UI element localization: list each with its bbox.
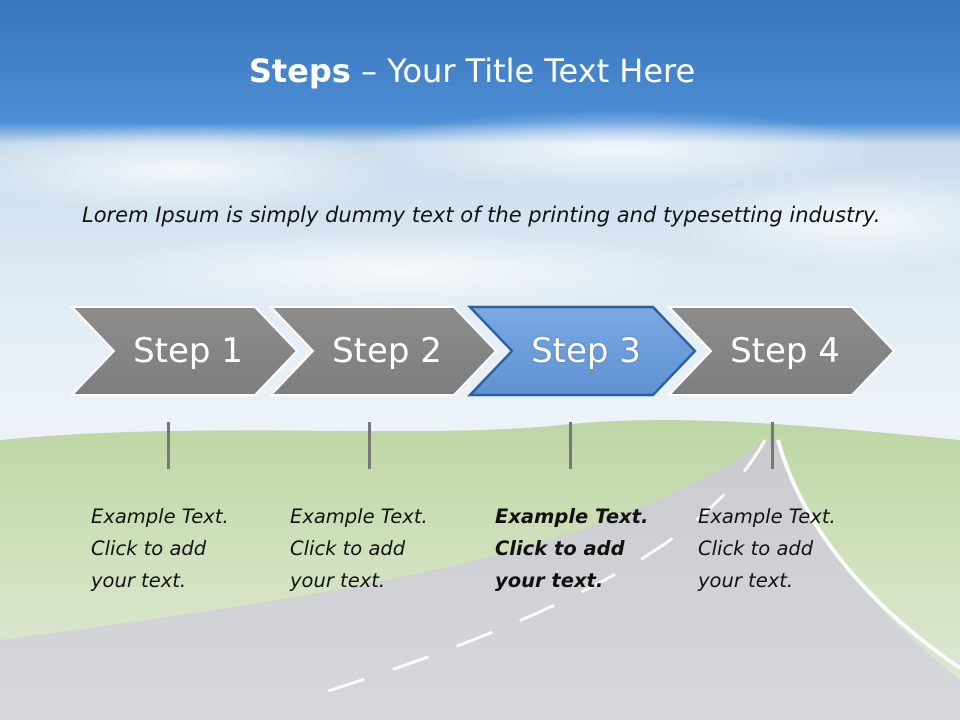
step-1-chevron[interactable]	[69, 306, 299, 396]
slide-title: Steps – Your Title Text Here	[0, 52, 944, 90]
step-4-chevron[interactable]	[666, 306, 896, 396]
step-2-connector	[368, 422, 371, 469]
step-3-note-line: your text.	[495, 569, 604, 592]
step-3-note-line: Click to add	[495, 537, 625, 560]
step-2-note[interactable]: Example Text. Click to add your text.	[290, 501, 465, 597]
step-1-note-line: Example Text.	[91, 505, 229, 528]
step-3-chevron[interactable]	[467, 305, 697, 397]
step-2-note-line: Click to add	[290, 537, 406, 560]
step-2-label: Step 2	[332, 331, 442, 371]
step-2-chevron[interactable]	[268, 306, 498, 396]
step-2-note-line: your text.	[290, 569, 386, 592]
step-4-note[interactable]: Example Text. Click to add your text.	[698, 501, 873, 597]
step-1-label: Step 1	[133, 331, 243, 371]
title-rest: – Your Title Text Here	[350, 52, 696, 90]
title-bold: Steps	[248, 52, 351, 90]
step-1-note-line: your text.	[91, 569, 187, 592]
step-1-connector	[167, 422, 170, 469]
step-4-note-line: your text.	[698, 569, 794, 592]
step-4-note-line: Click to add	[698, 537, 814, 560]
step-4-connector	[771, 422, 774, 469]
step-4-note-line: Example Text.	[698, 505, 836, 528]
intro-text: Lorem Ipsum is simply dummy text of the …	[82, 203, 881, 227]
step-3-note[interactable]: Example Text. Click to add your text.	[495, 501, 670, 597]
step-1-note[interactable]: Example Text. Click to add your text.	[91, 501, 266, 597]
step-3-note-line: Example Text.	[495, 505, 649, 528]
step-4-label: Step 4	[730, 331, 840, 371]
step-2-note-line: Example Text.	[290, 505, 428, 528]
step-1-note-line: Click to add	[91, 537, 207, 560]
step-3-label: Step 3	[531, 331, 641, 371]
step-3-connector	[569, 422, 572, 469]
